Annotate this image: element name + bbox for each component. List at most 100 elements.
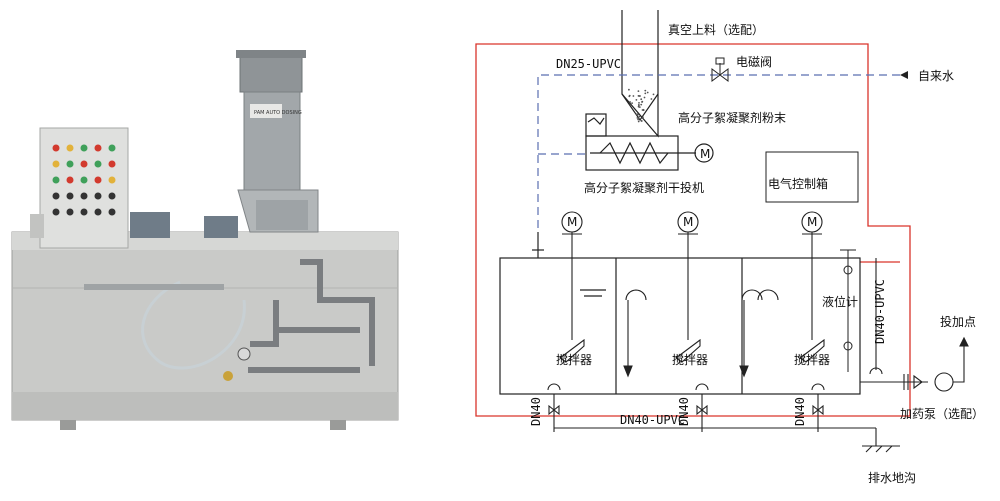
tap-water-arrow xyxy=(900,71,908,79)
indicator-light xyxy=(94,176,102,184)
label-motor-3: M xyxy=(807,215,817,229)
solenoid-valve-symbol xyxy=(711,57,729,82)
powder-dot xyxy=(628,88,630,91)
indicator-light xyxy=(80,160,88,168)
powder-dot xyxy=(640,98,643,101)
label-motor-1: M xyxy=(567,215,577,229)
pressure-gauge xyxy=(237,347,251,361)
indicator-light xyxy=(52,160,60,168)
indicator-light xyxy=(52,208,60,216)
motor-symbols xyxy=(561,211,823,235)
powder-dots xyxy=(628,88,655,123)
indicator-lights xyxy=(52,144,116,216)
label-dosing-point: 投加点 xyxy=(940,314,976,329)
powder-dot xyxy=(636,113,639,115)
indicator-light xyxy=(80,208,88,216)
powder-dot xyxy=(652,93,655,96)
powder-dot xyxy=(637,104,640,106)
label-motor-2: M xyxy=(683,215,693,229)
label-pipe-dn40-vertical: DN40-UPVC xyxy=(873,279,887,344)
powder-dot xyxy=(638,95,641,97)
water-line xyxy=(537,74,900,232)
powder-dot xyxy=(638,102,640,104)
dosing-line xyxy=(860,258,969,392)
powder-dot xyxy=(650,98,653,100)
indicator-light xyxy=(108,160,116,168)
agitator-1 xyxy=(559,232,585,363)
label-powder: 高分子絮凝聚剂粉末 xyxy=(678,110,786,125)
indicator-light xyxy=(108,208,116,216)
label-solenoid-valve: 电磁阀 xyxy=(736,54,772,69)
powder-dot xyxy=(632,95,635,97)
drain-pipes xyxy=(547,383,900,453)
label-agitator-2: 搅拌器 xyxy=(672,352,708,367)
powder-dot xyxy=(637,117,640,119)
indicator-light xyxy=(108,192,116,200)
powder-dot xyxy=(637,105,640,108)
label-agitator-3: 搅拌器 xyxy=(794,352,830,367)
label-motor-feeder: M xyxy=(700,147,710,161)
label-dn40-1: DN40 xyxy=(529,397,543,426)
red-boundary xyxy=(475,43,911,417)
indicator-light xyxy=(52,192,60,200)
powder-dot xyxy=(644,92,647,95)
agitator-3 xyxy=(799,232,825,363)
label-dn40-3: DN40 xyxy=(793,397,807,426)
pipework xyxy=(248,259,375,373)
label-feeder: 高分子絮凝聚剂干投机 xyxy=(584,180,704,195)
hopper-column: PAM AUTO DOSING xyxy=(236,50,319,233)
indicator-light xyxy=(80,192,88,200)
powder-dot xyxy=(638,115,641,118)
level-meter-symbol xyxy=(840,249,856,372)
indicator-light xyxy=(94,192,102,200)
indicator-light xyxy=(52,176,60,184)
label-dosing-pump: 加药泵（选配） xyxy=(900,407,984,421)
indicator-light xyxy=(66,160,74,168)
powder-dot xyxy=(629,101,631,103)
powder-dot xyxy=(642,116,644,119)
powder-dot xyxy=(641,100,644,103)
tank-diagram xyxy=(499,232,861,395)
powder-dot xyxy=(635,99,638,101)
agitator-motor-photo xyxy=(130,212,238,238)
label-tap-water: 自来水 xyxy=(918,69,954,83)
label-dn40-2: DN40 xyxy=(677,397,691,426)
indicator-light xyxy=(94,208,102,216)
indicator-light xyxy=(66,192,74,200)
indicator-light xyxy=(80,144,88,152)
powder-dot xyxy=(642,108,645,111)
indicator-light xyxy=(66,144,74,152)
indicator-light xyxy=(94,144,102,152)
label-pipe-dn40-horizontal: DN40-UPVC xyxy=(620,413,685,427)
agitator-2 xyxy=(675,232,701,363)
indicator-light xyxy=(108,144,116,152)
powder-dot xyxy=(637,90,640,92)
powder-dot xyxy=(644,89,647,92)
indicator-light xyxy=(94,160,102,168)
label-drain: 排水地沟 xyxy=(868,471,916,485)
powder-dot xyxy=(640,103,643,106)
indicator-light xyxy=(108,176,116,184)
label-control-box: 电气控制箱 xyxy=(768,176,828,191)
level-gauge-bar xyxy=(84,284,224,290)
hopper-tag: PAM AUTO DOSING xyxy=(254,110,302,116)
label-vacuum-feed: 真空上料（选配） xyxy=(668,23,764,37)
feeder-machine xyxy=(585,113,714,171)
flow-arrows xyxy=(623,289,779,378)
powder-dot xyxy=(631,102,633,104)
indicator-light xyxy=(66,208,74,216)
powder-dot xyxy=(628,94,631,97)
powder-dot xyxy=(643,96,646,99)
indicator-light xyxy=(80,176,88,184)
powder-dot xyxy=(637,120,640,123)
indicator-light xyxy=(66,176,74,184)
label-pipe-dn25: DN25-UPVC xyxy=(556,57,621,71)
powder-dot xyxy=(637,118,639,121)
label-agitator-1: 搅拌器 xyxy=(556,352,592,367)
powder-dot xyxy=(640,120,643,122)
brass-valve xyxy=(223,371,233,381)
control-box-diagram xyxy=(765,151,859,203)
label-level-meter: 液位计 xyxy=(822,294,858,309)
